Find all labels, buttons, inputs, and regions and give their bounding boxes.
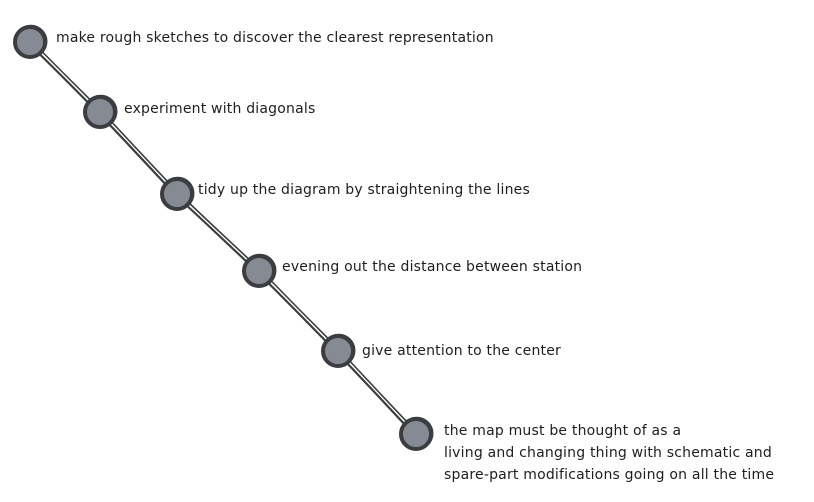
step-4-text: evening out the distance between station	[282, 259, 583, 275]
station-outline-2	[84, 94, 118, 129]
station-2	[83, 94, 118, 129]
step-label-1: make rough sketches to discover the clea…	[56, 27, 494, 49]
stations	[13, 24, 434, 451]
station-outline-3	[161, 176, 195, 211]
step-6-text-line-3: spare-part modifications going on all th…	[444, 467, 775, 483]
step-label-2: experiment with diagonals	[124, 98, 315, 120]
step-label-3: tidy up the diagram by straightening the…	[198, 179, 530, 201]
station-1	[13, 24, 48, 59]
station-outline-4	[243, 253, 277, 288]
step-3-text: tidy up the diagram by straightening the…	[198, 182, 530, 198]
step-label-4: evening out the distance between station	[282, 256, 582, 278]
station-5	[321, 333, 356, 368]
step-2-text: experiment with diagonals	[124, 101, 316, 117]
step-6-text-line-2: living and changing thing with schematic…	[444, 445, 772, 461]
step-label-5: give attention to the center	[362, 340, 561, 362]
station-3	[160, 176, 195, 211]
station-6	[399, 416, 434, 451]
station-outline-1	[14, 24, 48, 59]
station-outline-6	[400, 416, 434, 451]
step-label-6: the map must be thought of as a living a…	[444, 420, 774, 486]
step-1-text: make rough sketches to discover the clea…	[56, 30, 494, 46]
step-6-text-line-1: the map must be thought of as a	[444, 423, 682, 439]
station-outline-5	[322, 333, 356, 368]
station-4	[242, 253, 277, 288]
step-5-text: give attention to the center	[362, 343, 562, 359]
